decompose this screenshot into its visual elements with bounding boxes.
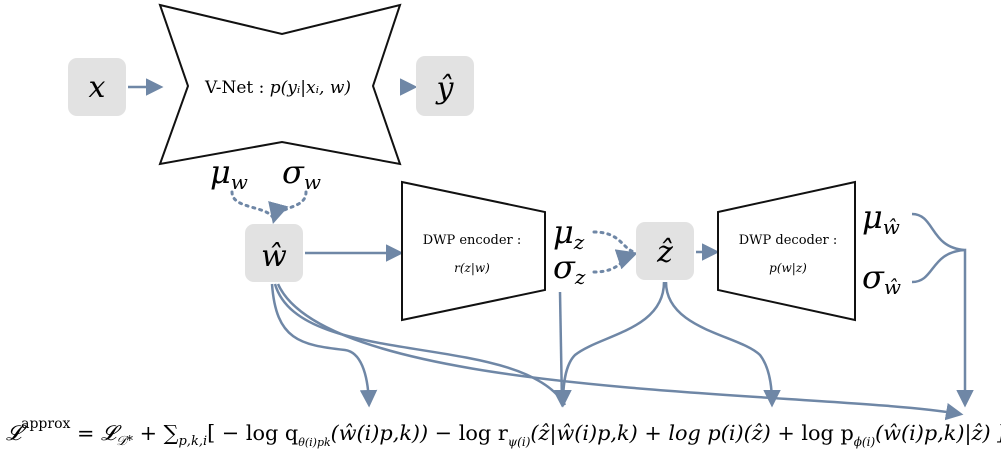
dwp-encoder-shape: [401, 180, 546, 322]
formula-sum: + ∑: [133, 421, 179, 445]
formula-term1-arg: (ŵ(i)p,k)): [331, 421, 428, 445]
approx-loss-formula: 𝓛approx = 𝓛𝒟* + ∑p,k,i[ − log qθ(i)pk(ŵ(…: [6, 392, 1005, 462]
formula-data-sub: 𝒟*: [116, 434, 133, 449]
mu-w-label: μw: [210, 153, 248, 194]
encoder-title: DWP encoder :: [423, 233, 522, 248]
output-yhat-label: ŷ: [435, 71, 455, 106]
dotted-arrow-sigma-z: [592, 249, 638, 274]
mu-z-label: μz: [553, 213, 585, 254]
flow-zhat-to-r-term: [554, 281, 666, 408]
svg-text:𝓛approx = 𝓛𝒟* + ∑p,k,i[ − l: 𝓛approx = 𝓛𝒟* + ∑p,k,i[ − log qθ(i)pk(ŵ(…: [6, 416, 1001, 449]
formula-term1-sub: θ(i)pk: [298, 436, 331, 449]
formula-term1: [ − log q: [207, 421, 298, 445]
flow-encoder-to-r-term: [553, 291, 571, 408]
dotted-arrow-mu-w: [230, 190, 276, 222]
output-yhat-node: [416, 56, 474, 116]
decoder-title: DWP decoder :: [739, 233, 838, 248]
what-node: [245, 224, 303, 282]
formula-term2-sub: ψ(i): [508, 435, 531, 449]
formula-sum-sub: p,k,i: [178, 434, 207, 449]
sigma-z-label: σz: [553, 248, 586, 289]
vnet-label: V-Net : p(yᵢ|xᵢ, w): [204, 78, 351, 98]
formula-eq: =: [70, 421, 101, 445]
flow-what-to-decoder-term: [276, 283, 964, 421]
dwp-decoder-shape: [717, 180, 856, 322]
formula-lhs-sup: approx: [21, 416, 70, 432]
decoder-expr: p(w|z): [769, 261, 807, 275]
zhat-label: ẑ: [656, 235, 673, 270]
formula-term2-arg: (ẑ|ŵ(i)p,k): [530, 421, 637, 446]
formula-term4: + log p: [771, 421, 854, 445]
decoder-output-brace: [911, 212, 965, 404]
zhat-node: [636, 222, 694, 280]
input-x-node: [68, 58, 126, 116]
vnet-hourglass-shape: [158, 3, 402, 166]
input-x-label: x: [89, 70, 106, 105]
mu-what-label: μŵ: [862, 198, 900, 239]
what-label: ŵ: [261, 239, 287, 274]
formula-term4-arg: (ŵ(i)p,k)|ẑ) ]: [875, 421, 1001, 446]
flow-what-to-q-term: [270, 283, 378, 408]
flow-zhat-to-prior-term: [664, 281, 781, 408]
dotted-arrow-mu-z: [592, 230, 636, 254]
encoder-expr: r(z|w): [454, 261, 490, 275]
formula-term3: + log p(i)(ẑ): [638, 421, 771, 445]
sigma-what-label: σŵ: [862, 258, 901, 299]
sigma-w-label: σw: [282, 153, 321, 194]
dotted-arrow-sigma-w: [268, 190, 308, 225]
flow-what-to-r-term: [273, 283, 567, 406]
formula-term2: − log r: [428, 421, 508, 445]
formula-term4-sub: ϕ(i): [854, 435, 876, 449]
